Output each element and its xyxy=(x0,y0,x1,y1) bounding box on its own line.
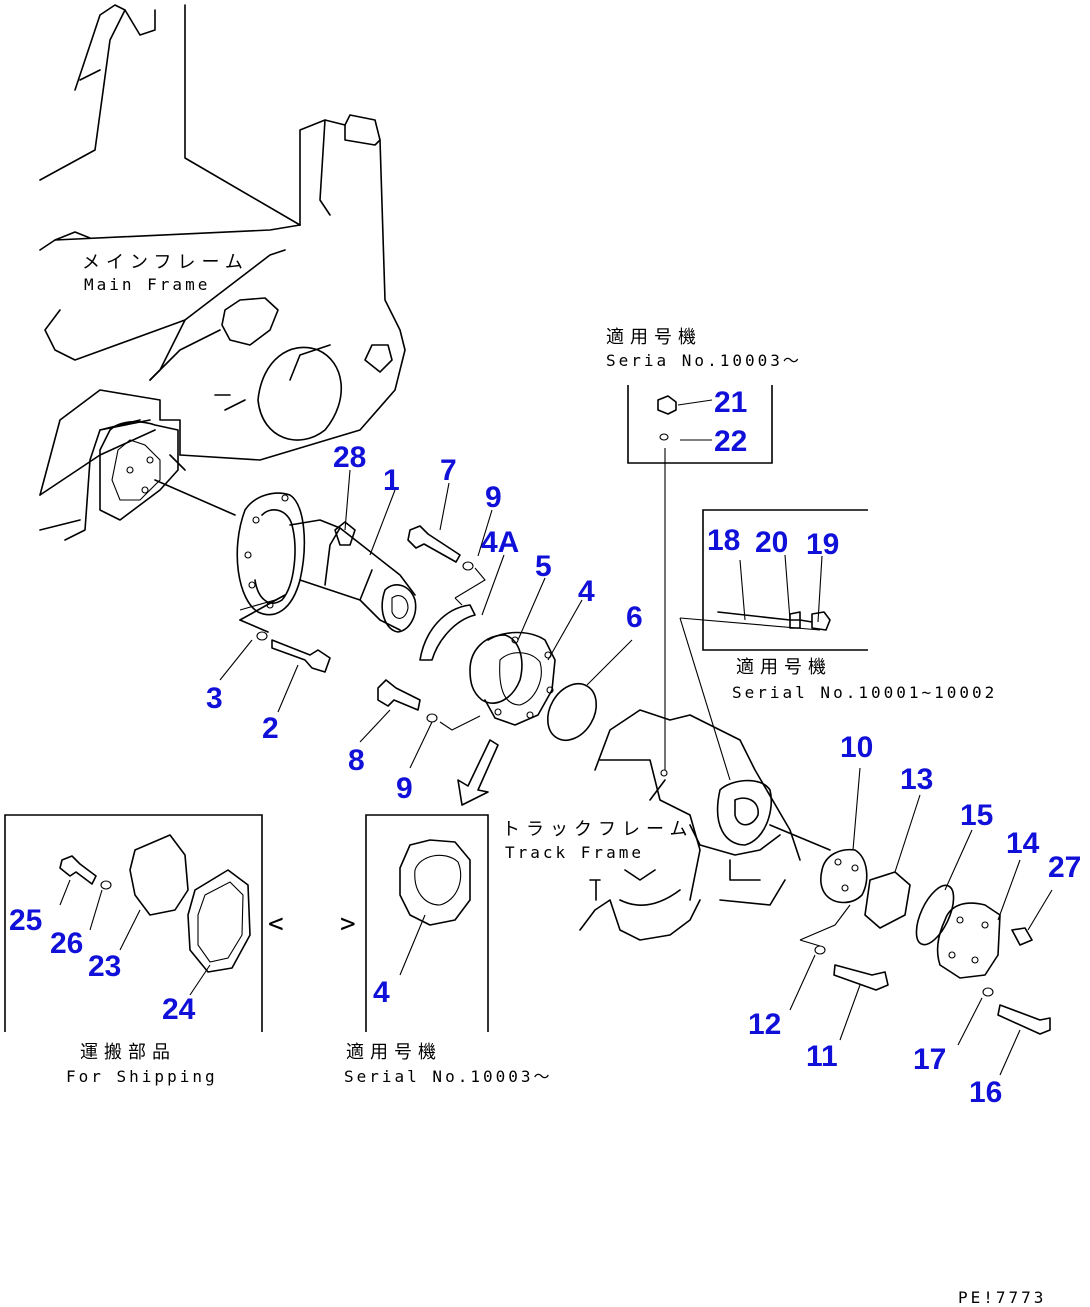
part-number-label: 12 xyxy=(748,1008,781,1041)
part-number-label: 5 xyxy=(535,550,552,583)
part-number-label: 3 xyxy=(206,682,223,715)
shipping-en-label: For Shipping xyxy=(66,1067,218,1086)
part-number-label: 23 xyxy=(88,950,121,983)
part-cover-4-drawing xyxy=(469,631,556,726)
down-arrow-icon xyxy=(457,739,499,806)
serial-mid-en-label: Serial No.10001~10002 xyxy=(732,683,997,702)
track-frame-en-label: Track Frame xyxy=(505,843,644,862)
part-number-label: 19 xyxy=(806,528,839,561)
part-number-label: 4 xyxy=(373,976,390,1009)
serial-bottom-jp-label: 適用号機 xyxy=(346,1042,442,1063)
part-number-label: 15 xyxy=(960,799,993,832)
part-number-label: 9 xyxy=(485,481,502,514)
drawing-id-label: PE!7773 xyxy=(958,1288,1046,1307)
part-number-label: 6 xyxy=(626,601,643,634)
part-number-label: 28 xyxy=(333,441,366,474)
part-shim-13-drawing xyxy=(864,794,921,929)
part-number-label: 25 xyxy=(9,904,42,937)
part-number-label: 20 xyxy=(755,526,788,559)
serial-mid-jp-label: 適用号機 xyxy=(736,657,832,678)
part-bolt-8-drawing xyxy=(377,679,481,731)
serial-top-en-label: Seria No.10003～ xyxy=(606,351,802,370)
part-number-label: 24 xyxy=(162,993,196,1026)
main-frame-jp-label: メインフレーム xyxy=(82,252,249,273)
track-frame-jp-label: トラックフレーム xyxy=(502,819,693,840)
part-plug-27-drawing xyxy=(1011,889,1053,946)
part-number-label: 2 xyxy=(262,712,279,745)
part-number-label: 4A xyxy=(481,526,519,559)
part-number-labels: 1 2 3 4 4 4A 5 6 7 8 9 9 10 11 12 13 14 … xyxy=(9,386,1081,1109)
serial-box-top xyxy=(627,385,773,464)
part-bolt-2-drawing xyxy=(239,594,331,673)
part-bolt-11-drawing xyxy=(789,904,889,1041)
part-plate-10-drawing xyxy=(820,767,868,904)
part-number-label: 13 xyxy=(900,763,933,796)
part-number-label: 22 xyxy=(714,425,747,458)
frame-labels: メインフレーム Main Frame トラックフレーム Track Frame … xyxy=(66,252,1046,1307)
part-number-label: 10 xyxy=(840,731,873,764)
arrow-right-label: > xyxy=(340,909,359,939)
serial-bottom-en-label: Serial No.10003～ xyxy=(344,1067,553,1086)
part-cap-14-drawing xyxy=(936,859,1021,979)
serial-box-bottom xyxy=(365,814,489,1032)
part-spindle-drawing xyxy=(236,492,417,633)
serial-box-middle xyxy=(702,509,868,651)
part-number-label: 18 xyxy=(707,524,740,557)
shipping-jp-label: 運搬部品 xyxy=(80,1042,176,1063)
shipping-box xyxy=(4,814,263,1032)
part-number-label: 8 xyxy=(348,744,365,777)
arrow-left-label: < xyxy=(268,909,287,939)
serial-top-jp-label: 適用号機 xyxy=(606,327,702,348)
part-number-label: 26 xyxy=(50,927,83,960)
part-number-label: 21 xyxy=(714,386,747,419)
part-bolt-7-drawing xyxy=(407,525,486,599)
part-number-label: 7 xyxy=(440,454,457,487)
part-number-label: 16 xyxy=(969,1076,1002,1109)
part-number-label: 11 xyxy=(806,1040,838,1073)
part-number-label: 1 xyxy=(383,464,400,497)
main-frame-drawing xyxy=(39,4,406,541)
part-oring-15-drawing xyxy=(915,829,973,946)
part-number-label: 17 xyxy=(913,1043,946,1076)
part-number-label: 9 xyxy=(396,772,413,805)
part-oring-6-drawing xyxy=(546,639,633,742)
main-frame-en-label: Main Frame xyxy=(84,275,210,294)
part-number-label: 14 xyxy=(1006,827,1040,860)
part-bolt-16-drawing xyxy=(957,987,1051,1076)
part-number-label: 4 xyxy=(578,575,595,608)
track-frame-drawing xyxy=(579,709,831,941)
part-cap-4a-drawing xyxy=(419,597,476,661)
part-number-label: 27 xyxy=(1048,851,1081,884)
